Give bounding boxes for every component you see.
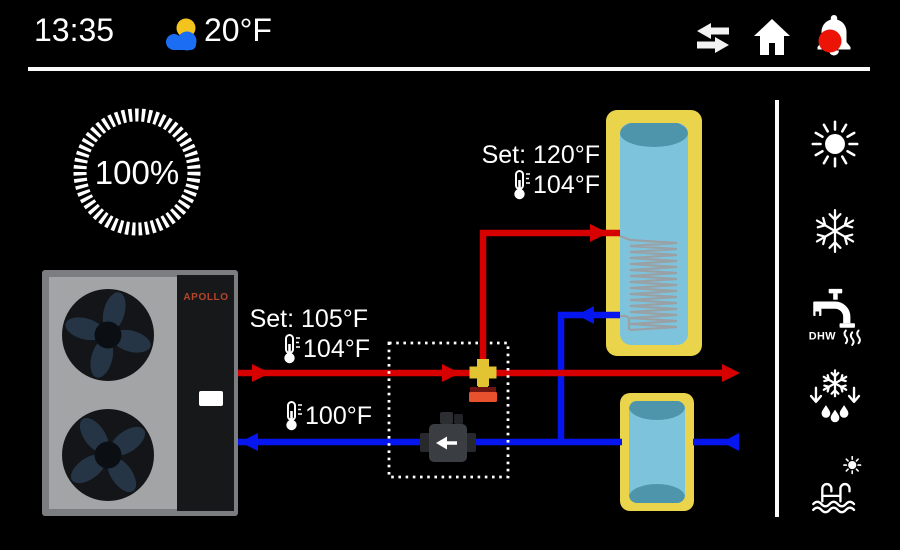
return-arrow (722, 433, 739, 451)
bell-icon (817, 15, 851, 56)
capacity-gauge: 100% (73, 108, 201, 236)
home-button[interactable] (752, 16, 792, 58)
heat-pump-display (199, 391, 223, 406)
header-divider (28, 67, 870, 71)
pump-flow-arrow-icon (436, 436, 457, 450)
return-arrow (240, 433, 258, 451)
pool-icon (812, 455, 862, 514)
thermometer-icon (514, 170, 531, 200)
diverter-valve (469, 359, 497, 402)
supply-temp-value: 104°F (303, 334, 370, 363)
outdoor-temp: 20°F (204, 12, 272, 48)
mode-heating-button[interactable] (806, 115, 864, 173)
dhw-set-label: Set: 120°F (481, 141, 600, 169)
gauge-ring (73, 108, 201, 236)
mode-defrost-button[interactable] (806, 366, 864, 426)
return-temp-label: 100°F (283, 400, 372, 432)
mode-pool-button[interactable] (806, 455, 864, 514)
dhw-temp-value: 104°F (533, 170, 600, 199)
sidebar-divider (775, 100, 779, 517)
mode-cooling-button[interactable] (806, 202, 864, 260)
dhw-tank (606, 110, 702, 356)
hydraulic-group-box (387, 341, 510, 479)
clock: 13:35 (34, 12, 115, 48)
circulation-pump (420, 412, 476, 462)
fan-icon (62, 289, 154, 381)
return-arrow (577, 306, 594, 324)
fan-icon (62, 409, 154, 501)
notification-badge (818, 29, 842, 53)
supply-arrow (252, 364, 270, 382)
mode-dhw-button[interactable]: DHW (806, 283, 864, 349)
thermometer-icon (284, 334, 301, 364)
dhw-faucet-icon: DHW (809, 288, 861, 346)
dhw-supply-branch (479, 224, 620, 376)
snowflake-icon (815, 209, 855, 253)
valve-actuator (470, 387, 496, 392)
buffer-tank (620, 393, 694, 511)
thermometer-icon (286, 401, 303, 431)
sun-icon (811, 120, 859, 168)
supply-arrow (722, 364, 740, 382)
gauge-value: 100% (95, 154, 179, 191)
supply-set-label: Set: 105°F (249, 305, 368, 333)
dhw-temp-label: 104°F (511, 169, 600, 201)
swap-button[interactable] (692, 22, 734, 54)
notifications-button[interactable] (810, 10, 858, 58)
dhw-coil (619, 234, 678, 332)
dhw-icon-label: DHW (809, 331, 837, 343)
defrost-icon (809, 369, 861, 423)
swap-icon (697, 23, 729, 53)
weather-icon (166, 18, 197, 51)
return-temp-value: 100°F (305, 401, 372, 430)
supply-arrow (442, 364, 460, 382)
supply-temp-label: 104°F (281, 333, 370, 365)
supply-arrow (590, 224, 608, 242)
heat-pump-brand: APOLLO (183, 292, 228, 303)
heat-pump-unit: APOLLO (42, 270, 238, 516)
home-icon (754, 19, 790, 55)
